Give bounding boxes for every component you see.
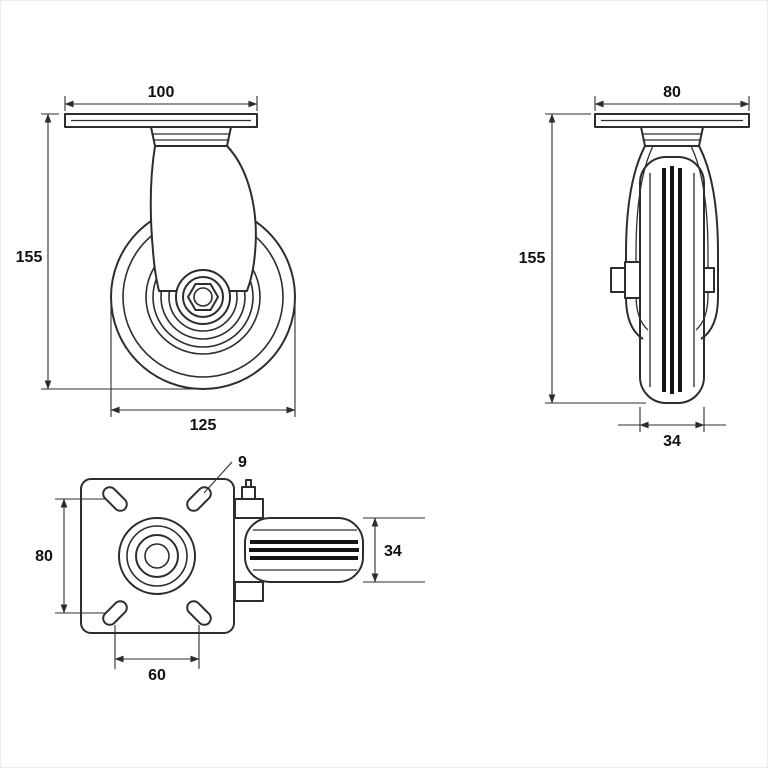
axle-stub [703,267,715,293]
bolt-slot [102,486,128,512]
bolt-slot [102,600,128,626]
bearing-ring [118,517,196,595]
axle-center [193,287,213,307]
dim-side-plate-depth: 80 [594,84,750,111]
front-view: 100 155 125 [16,84,296,434]
tread-stripes [662,166,682,394]
bolt-tip [245,479,252,488]
dim-label-hole-diameter: 9 [238,454,247,471]
dim-label-front-wheel-diameter: 125 [190,417,217,434]
hex-axle-nut [187,283,219,311]
bolt-slot [186,600,212,626]
dim-label-side-plate-depth: 80 [663,84,681,101]
fork-legs-side [625,145,719,340]
dim-label-front-plate-width: 100 [148,84,175,101]
axle-washer [624,261,641,299]
dim-label-hole-spacing-horizontal: 60 [148,667,166,684]
dim-top-wheel-width: 34 [363,517,425,583]
dim-front-plate-width: 100 [64,84,258,111]
bolt-head [241,486,256,500]
fork-leg-outline [635,145,654,331]
dim-label-front-height: 155 [16,249,43,266]
side-view: 80 155 34 [519,84,750,450]
bearing-ring [135,534,179,578]
fork-pad-bottom [234,581,264,602]
top-view: 9 80 60 34 [35,454,425,684]
leader-line [203,461,233,494]
fork-leg-outline [698,145,719,340]
mounting-plate-top [80,478,235,634]
dim-front-height: 155 [16,113,197,390]
dim-front-wheel-diameter: 125 [110,305,296,434]
fork-leg-outline [690,145,709,331]
swivel-bearing-rings [118,517,196,595]
dim-label-top-wheel-width: 34 [384,543,402,560]
dim-top-hole-spacing-horizontal: 60 [114,625,200,684]
fork-pad-top [234,498,264,519]
tread-stripes-top [249,540,359,560]
dim-label-side-wheel-width: 34 [663,433,681,450]
axle-nut [610,267,626,293]
leader-hole-diameter: 9 [203,454,247,494]
fork-leg-outline [625,145,646,340]
bolt-slots [102,486,212,626]
bolt-slot [186,486,212,512]
dim-label-hole-spacing-vertical: 80 [35,548,53,565]
bearing-ring [144,543,170,569]
dim-top-hole-spacing-vertical: 80 [35,498,105,614]
swivel-fork [149,145,257,292]
dim-side-wheel-width: 34 [618,407,726,450]
swivel-housing [150,126,232,147]
dim-side-height: 155 [519,113,646,404]
dim-label-side-height: 155 [519,250,546,267]
bearing-ring [126,525,188,587]
swivel-housing-side [640,126,704,147]
